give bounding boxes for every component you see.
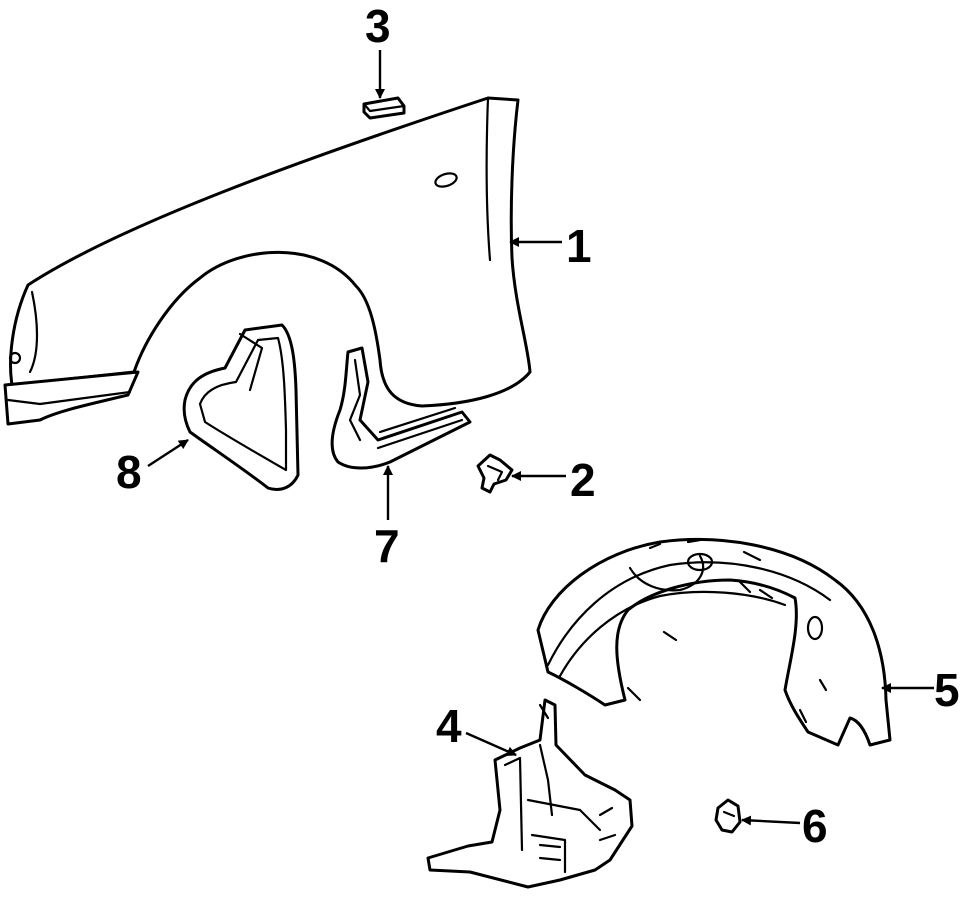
part-1-fender [3, 96, 532, 426]
callout-7: 7 [374, 520, 400, 572]
callout-3: 3 [365, 0, 391, 52]
callout-5: 5 [934, 664, 960, 716]
callout-1: 1 [566, 220, 592, 272]
part-7-bracket [330, 346, 472, 470]
leader-lines [147, 50, 934, 826]
part-6-clip [714, 798, 742, 834]
part-2-clip [476, 453, 514, 494]
leader-6 [741, 815, 801, 826]
part-5-fender-liner [536, 538, 892, 747]
part-8-mud-flap [182, 323, 300, 491]
part-4-splash-shield [426, 698, 634, 889]
callout-2: 2 [570, 454, 596, 506]
part-3-clip [362, 96, 406, 120]
callout-4: 4 [436, 700, 462, 752]
leader-8 [147, 438, 189, 468]
leader-4 [465, 731, 517, 757]
callout-labels: 1 2 3 4 5 6 7 8 [116, 0, 960, 852]
callout-6: 6 [802, 800, 828, 852]
callout-8: 8 [116, 446, 142, 498]
